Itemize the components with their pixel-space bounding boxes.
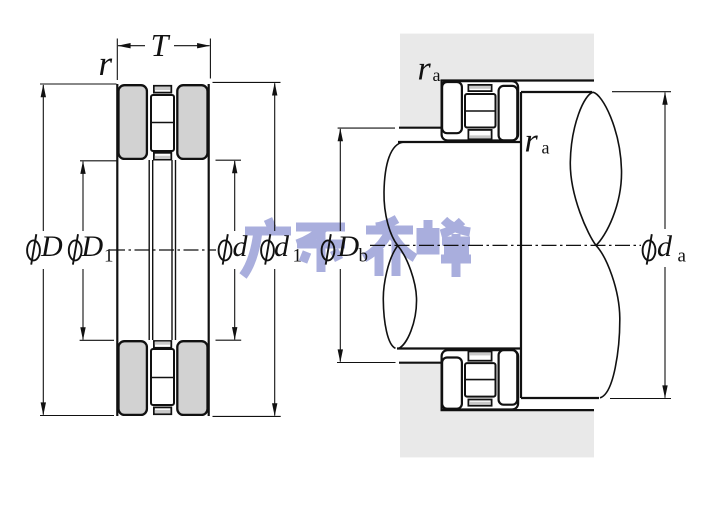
svg-text:d: d [233, 230, 249, 263]
svg-text:D: D [81, 230, 104, 263]
svg-text:D: D [40, 230, 63, 263]
svg-text:D: D [337, 230, 360, 263]
svg-text:T: T [151, 27, 171, 63]
svg-text:a: a [433, 65, 441, 85]
svg-text:d: d [274, 230, 290, 263]
svg-text:d: d [657, 230, 673, 263]
svg-text:a: a [542, 137, 550, 157]
svg-text:1: 1 [293, 246, 303, 267]
svg-text:b: b [359, 246, 369, 267]
svg-text:1: 1 [104, 246, 114, 267]
svg-text:r: r [418, 50, 432, 87]
svg-text:r: r [98, 44, 112, 83]
svg-text:a: a [678, 246, 687, 267]
svg-text:r: r [525, 123, 539, 160]
